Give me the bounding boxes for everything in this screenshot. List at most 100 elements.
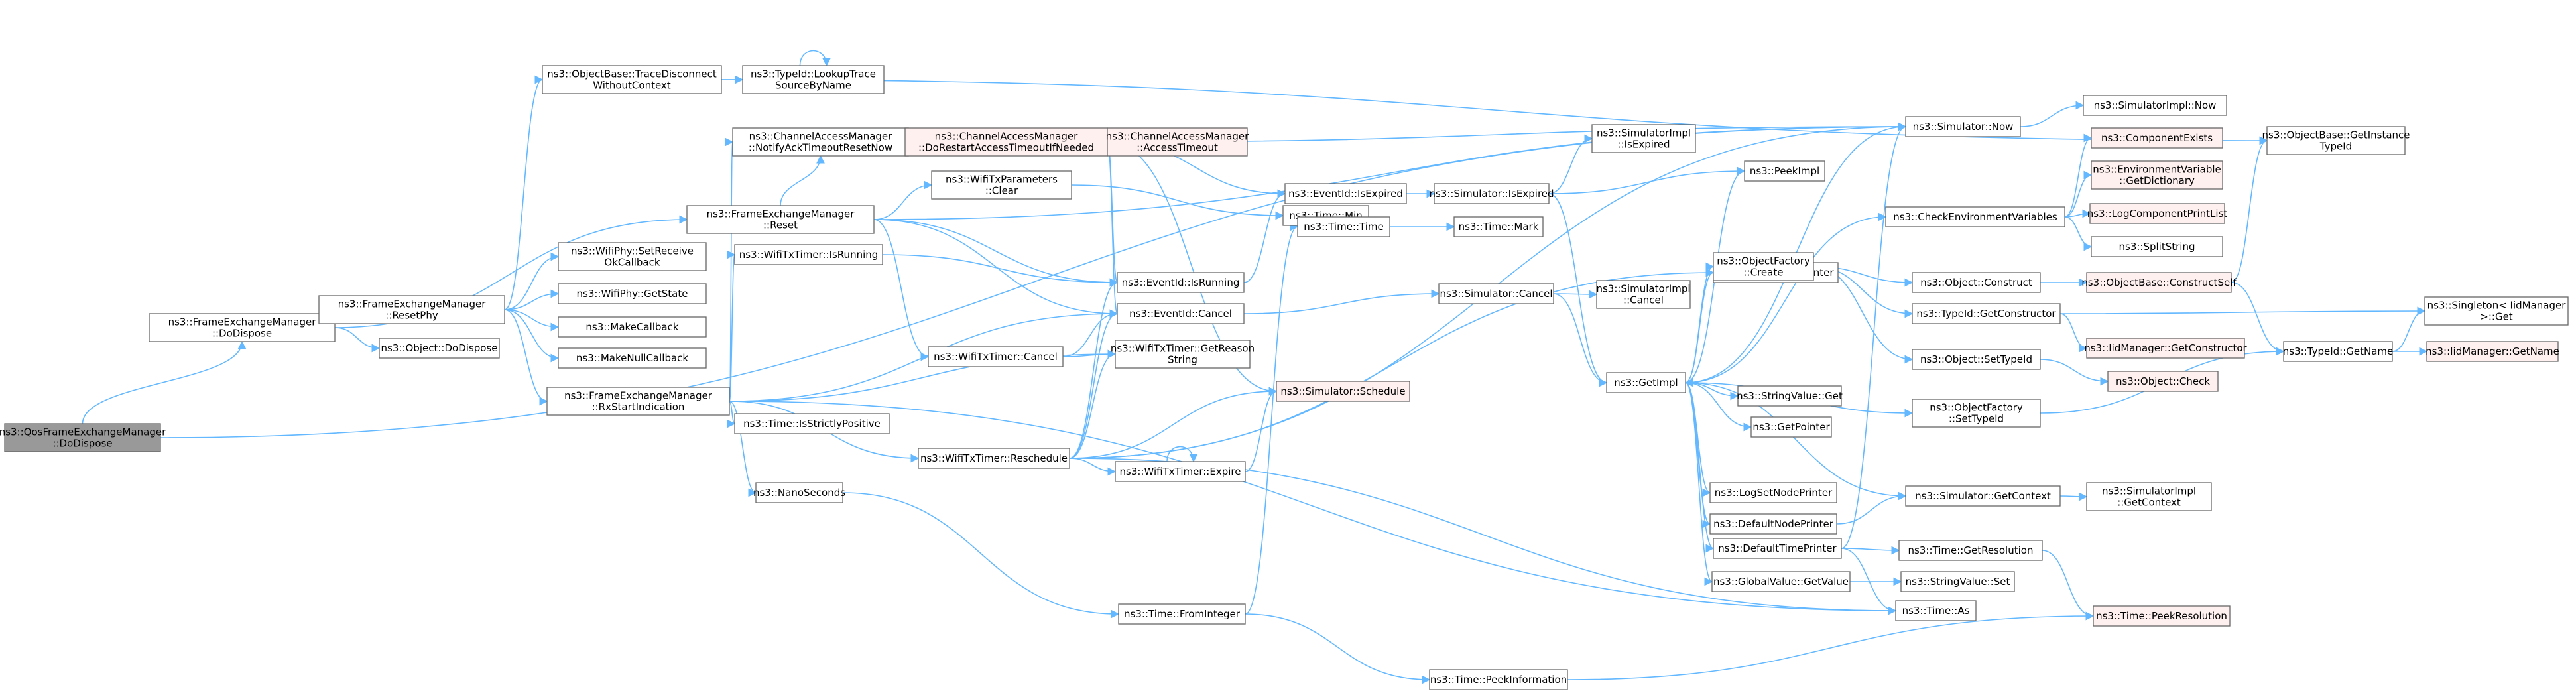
node-box[interactable] [1284, 183, 1407, 204]
node-fem-rxstart[interactable]: ns3::FrameExchangeManager::RxStartIndica… [546, 387, 730, 416]
node-time-peekinfo[interactable]: ns3::Time::PeekInformation [1429, 669, 1568, 690]
node-box[interactable] [1912, 272, 2041, 293]
node-time-time[interactable]: ns3::Time::Time [1297, 216, 1390, 237]
node-txtimer-cancel[interactable]: ns3::WifiTxTimer::Cancel [928, 346, 1064, 367]
node-box[interactable] [379, 338, 500, 359]
node-logcomponentprintlist[interactable]: ns3::LogComponentPrintList [2087, 203, 2228, 224]
node-box[interactable] [2091, 236, 2223, 257]
node-box[interactable] [1596, 280, 1691, 309]
node-box[interactable] [558, 283, 707, 304]
node-box[interactable] [1737, 385, 1842, 407]
node-box[interactable] [1900, 571, 2015, 592]
node-box[interactable] [2093, 605, 2231, 627]
node-txtimer-expire[interactable]: ns3::WifiTxTimer::Expire [1115, 461, 1246, 482]
node-defaulttimeprinter[interactable]: ns3::DefaultTimePrinter [1713, 538, 1842, 559]
node-txparams-clear[interactable]: ns3::WifiTxParameters::Clear [931, 170, 1072, 200]
node-box[interactable] [149, 313, 336, 342]
node-root[interactable]: ns3::QosFrameExchangeManager::DoDispose [0, 423, 166, 452]
node-getpointer[interactable]: ns3::GetPointer [1750, 416, 1832, 438]
node-box[interactable] [1898, 540, 2043, 561]
node-box[interactable] [542, 65, 722, 94]
node-iidmanager-getconstructor[interactable]: ns3::IidManager::GetConstructor [2084, 338, 2248, 359]
node-box[interactable] [4, 423, 161, 452]
node-stringvalue-set[interactable]: ns3::StringValue::Set [1900, 571, 2015, 592]
node-box[interactable] [1885, 206, 2065, 227]
node-box[interactable] [558, 347, 707, 369]
node-box[interactable] [2086, 272, 2232, 293]
node-getstate[interactable]: ns3::WifiPhy::GetState [558, 283, 707, 304]
node-box[interactable] [558, 316, 707, 338]
node-splitstring[interactable]: ns3::SplitString [2091, 236, 2223, 257]
node-box[interactable] [1453, 216, 1544, 237]
node-box[interactable] [742, 65, 885, 94]
node-box[interactable] [1905, 485, 2061, 507]
node-box[interactable] [318, 295, 505, 324]
node-cam-notifyack[interactable]: ns3::ChannelAccessManager::NotifyAckTime… [732, 127, 909, 157]
node-stringvalue-get[interactable]: ns3::StringValue::Get [1737, 385, 1843, 407]
node-box[interactable] [1912, 399, 2041, 428]
node-eventid-isrunning[interactable]: ns3::EventId::IsRunning [1117, 272, 1245, 293]
node-object-dodispose[interactable]: ns3::Object::DoDispose [379, 338, 500, 359]
node-typeid-getname[interactable]: ns3::TypeId::GetName [2283, 341, 2393, 362]
node-box[interactable] [755, 482, 843, 503]
node-box[interactable] [1118, 603, 1246, 625]
node-box[interactable] [1713, 538, 1842, 559]
node-checkenv[interactable]: ns3::CheckEnvironmentVariables [1885, 206, 2065, 227]
node-box[interactable] [734, 413, 890, 434]
node-box[interactable] [2083, 95, 2227, 116]
node-box[interactable] [1895, 600, 1977, 621]
node-box[interactable] [931, 170, 1072, 200]
node-box[interactable] [1117, 303, 1245, 324]
node-box[interactable] [2091, 160, 2223, 190]
node-box[interactable] [2086, 482, 2212, 511]
node-box[interactable] [2283, 341, 2393, 362]
node-fem-reset[interactable]: ns3::FrameExchangeManager::Reset [686, 205, 875, 234]
node-box[interactable] [1115, 461, 1246, 482]
node-box[interactable] [1429, 669, 1568, 690]
node-time-getresolution[interactable]: ns3::Time::GetResolution [1898, 540, 2043, 561]
node-eventid-isexpired[interactable]: ns3::EventId::IsExpired [1284, 183, 1407, 204]
node-box[interactable] [2426, 341, 2559, 362]
node-time-isstrictly[interactable]: ns3::Time::IsStrictlyPositive [734, 413, 890, 434]
node-box[interactable] [918, 448, 1070, 469]
node-box[interactable] [2089, 203, 2225, 224]
node-sim-cancel[interactable]: ns3::Simulator::Cancel [1438, 283, 1554, 304]
node-iidmanager-getname[interactable]: ns3::IidManager::GetName [2425, 341, 2559, 362]
node-box[interactable] [1276, 381, 1410, 402]
node-box[interactable] [2091, 127, 2223, 149]
node-singleton-get[interactable]: ns3::Singleton< IidManager>::Get [2424, 296, 2569, 326]
node-tracedisconnect[interactable]: ns3::ObjectBase::TraceDisconnectWithoutC… [542, 65, 722, 94]
node-box[interactable] [2266, 126, 2406, 155]
node-makecallback[interactable]: ns3::MakeCallback [558, 316, 707, 338]
node-sim-now[interactable]: ns3::Simulator::Now [1905, 116, 2021, 137]
node-box[interactable] [546, 387, 730, 416]
node-box[interactable] [1606, 372, 1686, 393]
node-objfactory-settypeid[interactable]: ns3::ObjectFactory::SetTypeId [1912, 399, 2041, 428]
node-time-mark[interactable]: ns3::Time::Mark [1453, 216, 1544, 237]
node-sim-schedule[interactable]: ns3::Simulator::Schedule [1276, 381, 1410, 402]
node-txtimer-reschedule[interactable]: ns3::WifiTxTimer::Reschedule [918, 448, 1070, 469]
node-fem-dodispose[interactable]: ns3::FrameExchangeManager::DoDispose [149, 313, 336, 342]
node-box[interactable] [1905, 116, 2021, 137]
node-sim-getcontext[interactable]: ns3::Simulator::GetContext [1905, 485, 2061, 507]
node-objfactory-create[interactable]: ns3::ObjectFactory::Create [1713, 252, 1814, 281]
node-box[interactable] [928, 346, 1064, 367]
node-objbase-constructself[interactable]: ns3::ObjectBase::ConstructSelf [2081, 272, 2237, 293]
node-globalvalue-getvalue[interactable]: ns3::GlobalValue::GetValue [1711, 571, 1851, 592]
node-box[interactable] [1434, 183, 1550, 204]
node-getimpl[interactable]: ns3::GetImpl [1606, 372, 1686, 393]
node-logsetnodeprinter[interactable]: ns3::LogSetNodePrinter [1709, 482, 1837, 503]
node-peekimpl[interactable]: ns3::PeekImpl [1744, 160, 1825, 182]
node-box[interactable] [1912, 303, 2061, 324]
node-object-check[interactable]: ns3::Object::Check [2107, 371, 2219, 392]
node-simimpl-isexpired[interactable]: ns3::SimulatorImpl::IsExpired [1591, 124, 1696, 153]
node-box[interactable] [2086, 338, 2245, 359]
node-box[interactable] [686, 205, 875, 234]
node-time-as[interactable]: ns3::Time::As [1895, 600, 1977, 621]
node-cam-accesstimeout[interactable]: ns3::ChannelAccessManager::AccessTimeout [1106, 127, 1249, 157]
node-simimpl-getcontext[interactable]: ns3::SimulatorImpl::GetContext [2086, 482, 2212, 511]
node-box[interactable] [1709, 513, 1837, 535]
node-box[interactable] [1117, 272, 1245, 293]
node-box[interactable] [2424, 296, 2569, 326]
